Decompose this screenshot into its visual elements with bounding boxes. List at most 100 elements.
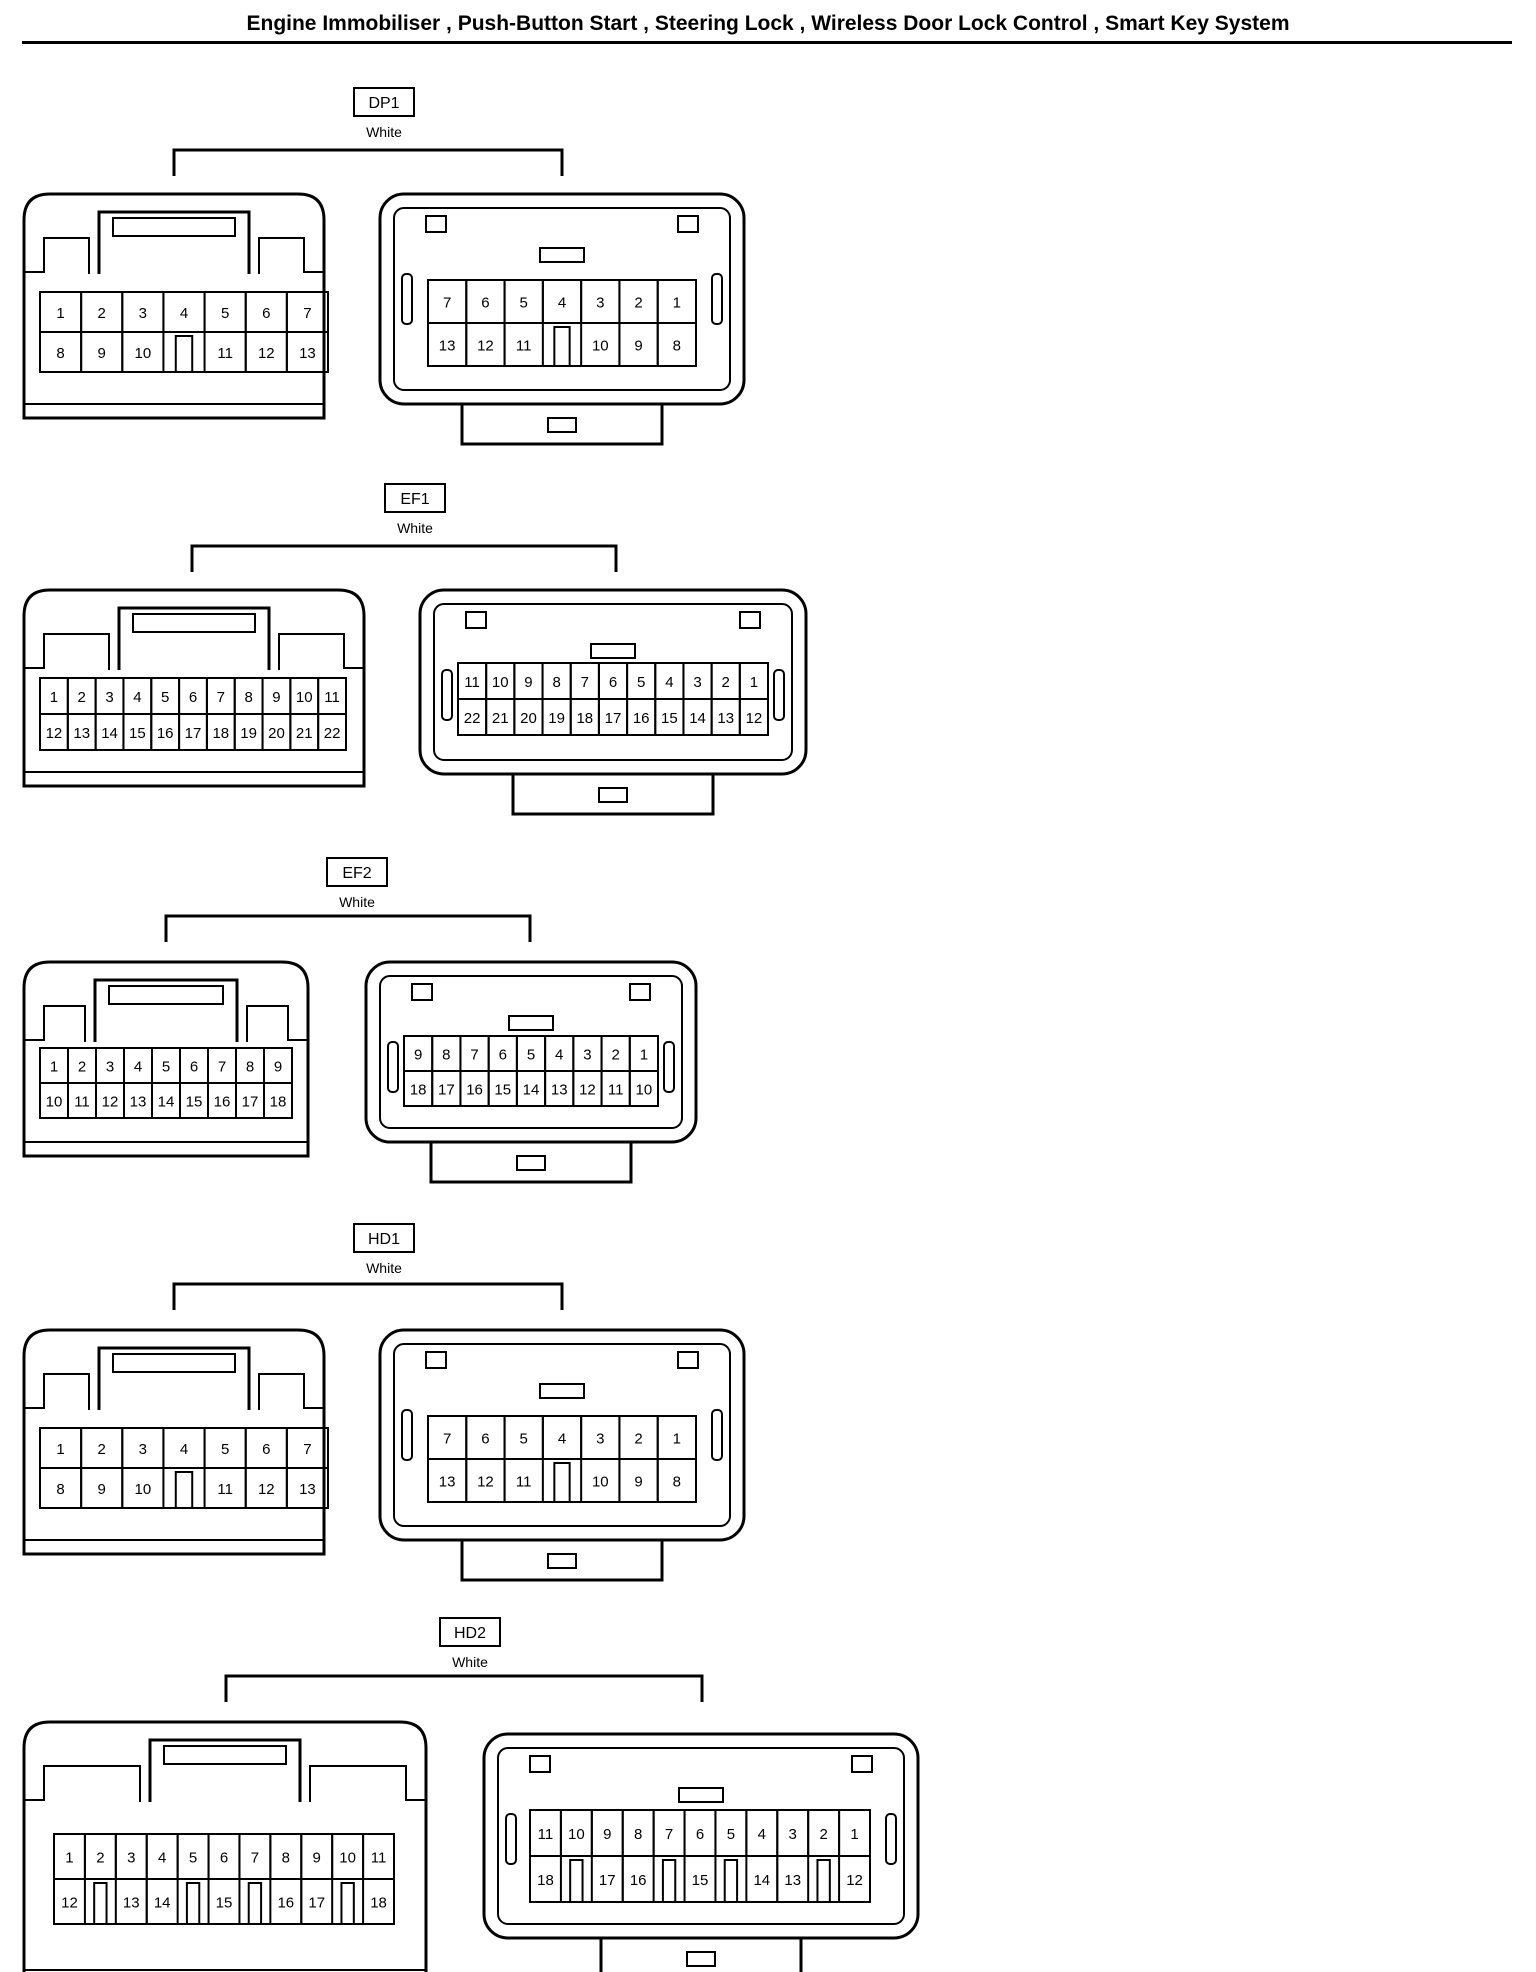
pin-number: 15 bbox=[129, 725, 146, 742]
empty-cavity bbox=[661, 1859, 677, 1903]
pin-number: 16 bbox=[466, 1082, 483, 1099]
pin-number: 16 bbox=[214, 1094, 231, 1111]
bracket bbox=[190, 544, 618, 572]
pin-number: 6 bbox=[609, 674, 617, 691]
pin-number: 6 bbox=[481, 295, 489, 312]
pin-number: 11 bbox=[608, 1082, 624, 1099]
key-left bbox=[529, 1755, 551, 1773]
pin-number: 1 bbox=[50, 689, 58, 706]
pin-number: 7 bbox=[217, 689, 225, 706]
empty-cavity bbox=[569, 1859, 584, 1903]
pin-number: 13 bbox=[784, 1872, 801, 1889]
pin-number: 8 bbox=[56, 1481, 64, 1498]
lock-tab bbox=[460, 1540, 664, 1582]
pin-number: 3 bbox=[127, 1850, 135, 1867]
pin-number: 20 bbox=[268, 725, 285, 742]
pin-cell bbox=[656, 1458, 698, 1503]
pin-number: 5 bbox=[637, 674, 645, 691]
pin-cell bbox=[738, 698, 769, 736]
housing-inner bbox=[393, 1343, 731, 1527]
pin-number: 1 bbox=[750, 674, 758, 691]
pin-number: 5 bbox=[189, 1850, 197, 1867]
pin-cell bbox=[628, 1070, 659, 1107]
pin-number: 11 bbox=[217, 1481, 233, 1498]
pin-number: 14 bbox=[689, 710, 706, 727]
pin-number: 9 bbox=[603, 1826, 611, 1843]
connector-tag-box bbox=[326, 857, 388, 887]
pin-number: 3 bbox=[693, 674, 701, 691]
shoulder-right bbox=[309, 1765, 426, 1802]
pin-number: 3 bbox=[139, 305, 147, 322]
pin-cell bbox=[776, 1855, 810, 1903]
pin-number: 12 bbox=[61, 1895, 78, 1912]
title-rule bbox=[22, 41, 1512, 44]
connector-housing bbox=[378, 1328, 746, 1542]
pin-cell bbox=[503, 1458, 544, 1503]
pin-number: 7 bbox=[443, 1431, 451, 1448]
connector-id: HD2 bbox=[454, 1625, 486, 1642]
pin-number: 5 bbox=[520, 1431, 528, 1448]
connector-tag-box bbox=[439, 1617, 501, 1647]
pin-cell bbox=[656, 322, 698, 367]
slot-left bbox=[401, 1409, 413, 1461]
pin-number: 4 bbox=[134, 1059, 142, 1076]
pin-cell bbox=[683, 1855, 717, 1903]
slot-left bbox=[401, 273, 413, 325]
pin-number: 15 bbox=[692, 1872, 709, 1889]
shoulder-right bbox=[258, 1373, 324, 1410]
pin-number: 11 bbox=[371, 1850, 387, 1867]
pin-number: 15 bbox=[186, 1094, 203, 1111]
key-center bbox=[539, 247, 585, 263]
pin-number: 9 bbox=[634, 338, 642, 355]
pin-cell bbox=[285, 1467, 330, 1509]
pin-number: 4 bbox=[555, 1047, 563, 1064]
pin-number: 5 bbox=[161, 689, 169, 706]
pin-number: 9 bbox=[98, 345, 106, 362]
pin-number: 9 bbox=[634, 1474, 642, 1491]
pin-number: 6 bbox=[696, 1826, 704, 1843]
bracket bbox=[164, 914, 532, 942]
pin-number: 13 bbox=[439, 1474, 456, 1491]
bracket bbox=[172, 1282, 564, 1310]
pin-cell bbox=[621, 1855, 655, 1903]
pin-number: 10 bbox=[296, 689, 313, 706]
pin-number: 17 bbox=[308, 1895, 325, 1912]
pin-number: 16 bbox=[630, 1872, 647, 1889]
pin-number: 2 bbox=[611, 1047, 619, 1064]
pin-number: 12 bbox=[258, 345, 275, 362]
pin-number: 8 bbox=[244, 689, 252, 706]
pin-number: 17 bbox=[242, 1094, 259, 1111]
lock-tab-notch bbox=[598, 787, 628, 803]
slot-left bbox=[387, 1041, 399, 1093]
pin-number: 6 bbox=[190, 1059, 198, 1076]
pin-cell bbox=[121, 1467, 165, 1509]
pin-number: 2 bbox=[78, 1059, 86, 1076]
pin-number: 20 bbox=[520, 710, 537, 727]
pin-number: 11 bbox=[516, 1474, 532, 1491]
pin-number: 14 bbox=[101, 725, 118, 742]
pin-number: 10 bbox=[339, 1850, 356, 1867]
pin-number: 1 bbox=[56, 1441, 64, 1458]
pin-number: 12 bbox=[102, 1094, 119, 1111]
bracket bbox=[172, 148, 564, 176]
pin-number: 5 bbox=[527, 1047, 535, 1064]
key-left bbox=[465, 611, 487, 629]
pin-number: 10 bbox=[592, 1474, 609, 1491]
lock-tab-notch bbox=[686, 1951, 716, 1967]
pin-number: 6 bbox=[262, 1441, 270, 1458]
pin-number: 7 bbox=[665, 1826, 673, 1843]
pin-number: 13 bbox=[299, 1481, 316, 1498]
pin-number: 2 bbox=[96, 1850, 104, 1867]
pin-number: 6 bbox=[189, 689, 197, 706]
slot-right bbox=[711, 1409, 723, 1461]
pin-number: 1 bbox=[50, 1059, 58, 1076]
pin-number: 12 bbox=[258, 1481, 275, 1498]
shoulder-left bbox=[24, 1005, 86, 1042]
pin-number: 8 bbox=[56, 345, 64, 362]
pin-number: 9 bbox=[272, 689, 280, 706]
pin-number: 2 bbox=[634, 1431, 642, 1448]
